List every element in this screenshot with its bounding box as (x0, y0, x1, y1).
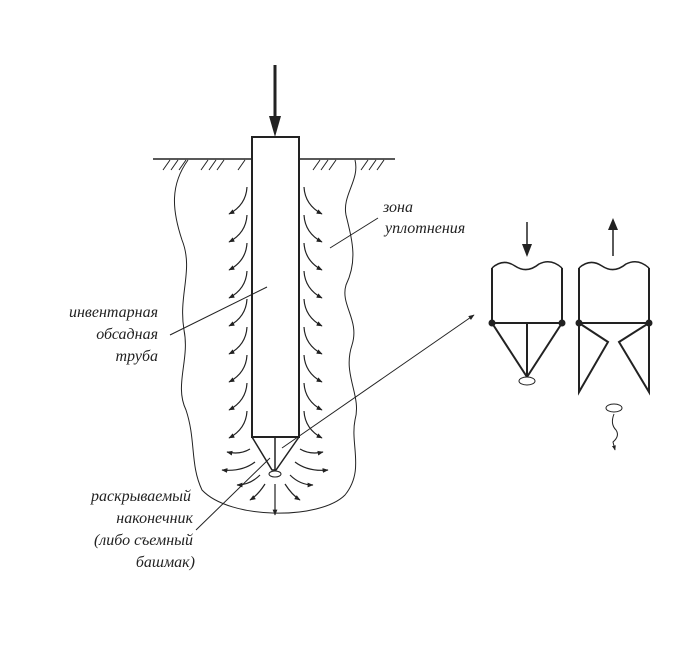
svg-text:зона: зона (382, 199, 413, 216)
closed-tip-pebble-icon (518, 376, 536, 386)
down-arrow-icon (522, 244, 532, 257)
opening-tip (251, 436, 300, 478)
casing-pipe (251, 136, 300, 438)
svg-text:обсадная: обсадная (96, 326, 158, 343)
svg-text:наконечник: наконечник (116, 510, 193, 527)
tip-detail-closed (488, 222, 566, 386)
svg-text:инвентарная: инвентарная (69, 304, 158, 321)
leader-opening-tip (195, 457, 271, 531)
detail-pointer-arrow (281, 314, 475, 449)
compaction-arrows-bottom (221, 448, 329, 516)
ground-surface (153, 158, 395, 171)
released-pebble-icon (605, 403, 623, 413)
svg-text:раскрываемый: раскрываемый (90, 488, 191, 505)
leader-compaction-zone (329, 217, 379, 249)
leader-lines (169, 217, 475, 531)
svg-text:труба: труба (116, 348, 159, 365)
compaction-arrows-left (228, 186, 248, 439)
svg-text:(либо съемный: (либо съемный (94, 532, 193, 549)
tip-detail-open (575, 218, 653, 451)
tip-pebble-icon (268, 470, 282, 478)
label-casing-pipe: инвентарная обсадная труба (69, 304, 158, 365)
ground-hatching (162, 159, 385, 171)
compaction-arrows-right (303, 186, 323, 439)
label-compaction-zone: зона уплотнения (382, 199, 465, 237)
load-arrow-icon (269, 65, 281, 137)
leader-casing-pipe (169, 286, 268, 336)
svg-text:уплотнения: уплотнения (383, 220, 465, 237)
up-arrow-icon (608, 218, 618, 230)
compaction-zone-outline (174, 159, 357, 514)
svg-text:башмак): башмак) (136, 554, 195, 571)
label-opening-tip: раскрываемый наконечник (либо съемный ба… (90, 488, 195, 571)
